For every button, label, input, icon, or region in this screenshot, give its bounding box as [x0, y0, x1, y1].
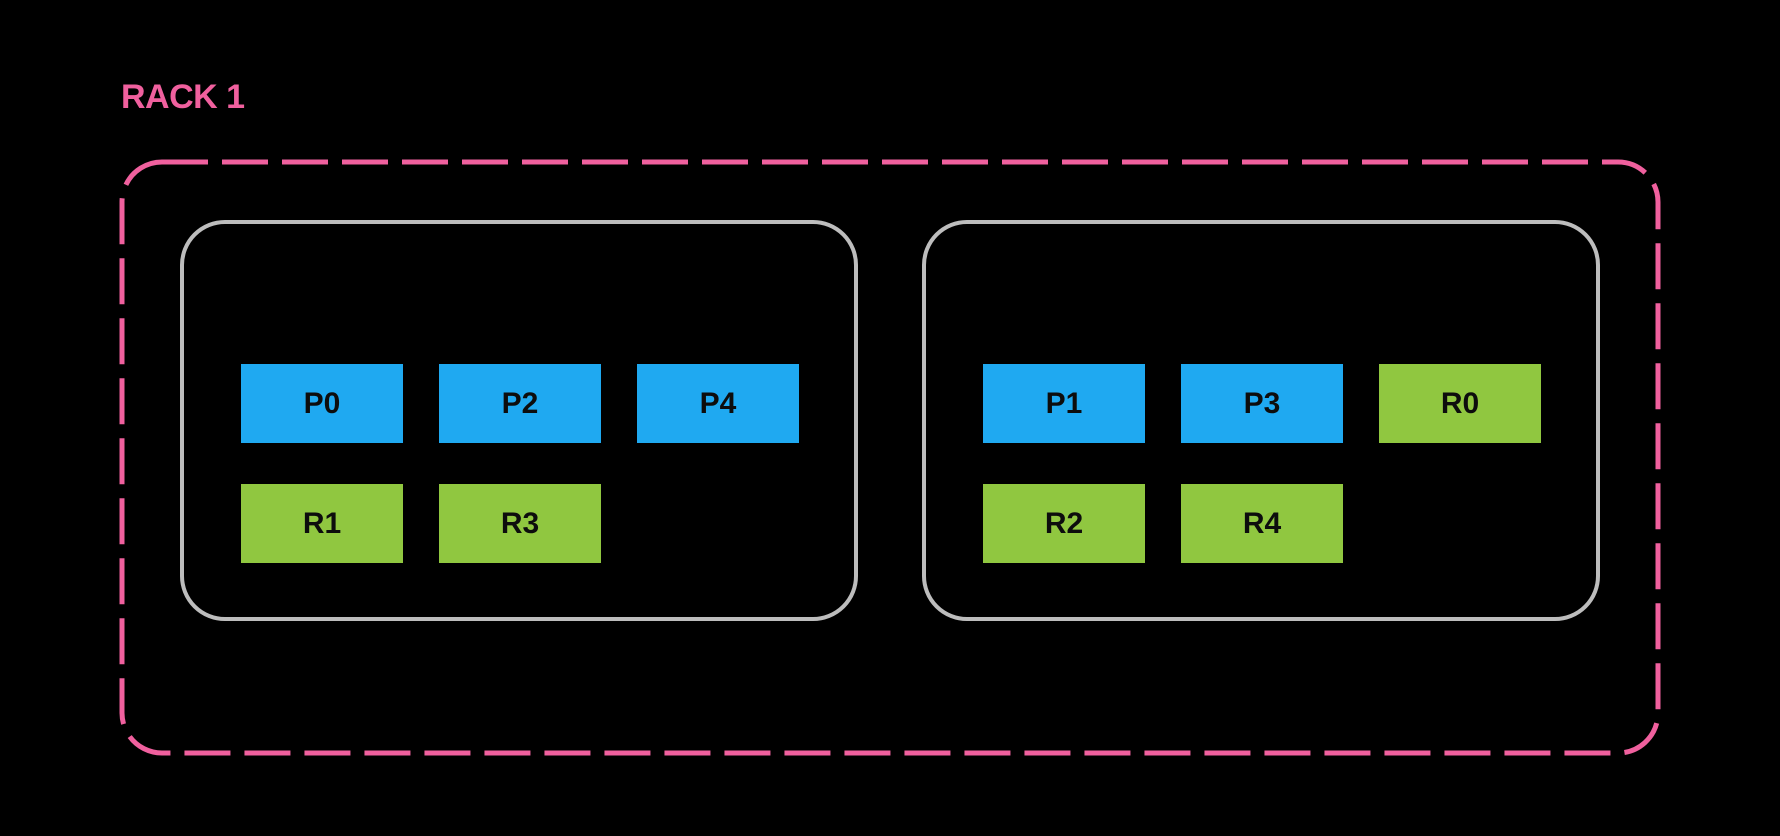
- shard-chip: P2: [439, 364, 601, 443]
- rack-title: RACK 1: [121, 78, 245, 116]
- shard-chip: R3: [439, 484, 601, 563]
- node-1-container: P0 P2 P4 R1 R3: [180, 220, 858, 621]
- shard-chip: P0: [241, 364, 403, 443]
- shard-chip: R4: [1181, 484, 1343, 563]
- node-2-container: P1 P3 R0 R2 R4: [922, 220, 1600, 621]
- shard-chip: P4: [637, 364, 799, 443]
- shard-chip: R2: [983, 484, 1145, 563]
- shard-chip: P1: [983, 364, 1145, 443]
- shard-chip: R0: [1379, 364, 1541, 443]
- shard-chip: R1: [241, 484, 403, 563]
- shard-chip: P3: [1181, 364, 1343, 443]
